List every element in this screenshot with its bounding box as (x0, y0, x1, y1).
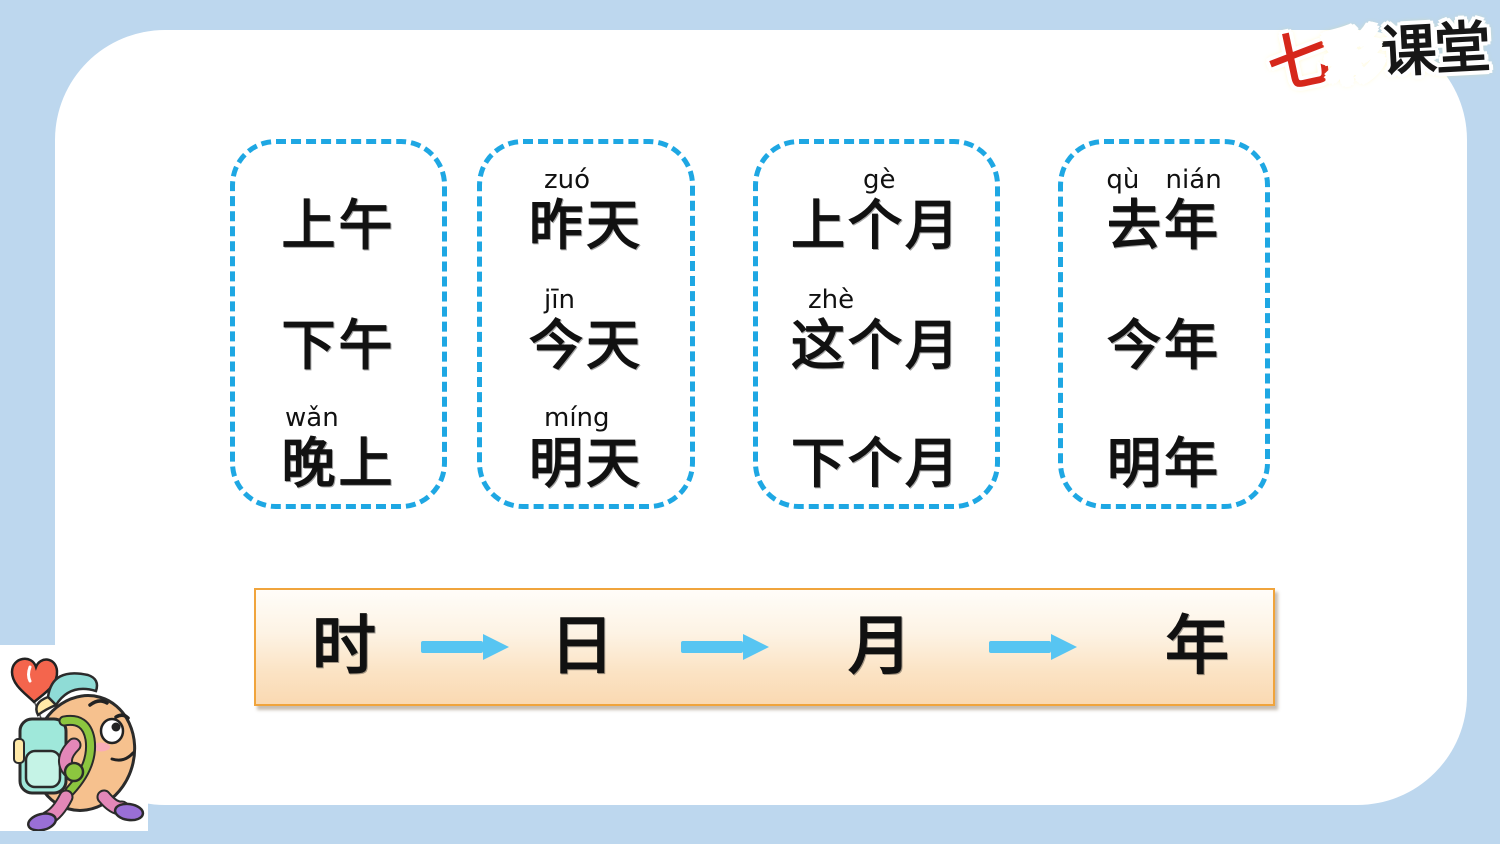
word-entry: 明年 (1063, 403, 1265, 493)
pinyin-label: zhè (808, 285, 855, 315)
pinyin-label: zuó (544, 165, 591, 195)
hanzi-word: 明天 (529, 432, 643, 495)
mascot-character (10, 657, 145, 832)
hanzi-word: 去年 (1107, 194, 1221, 257)
hanzi-word: 今年 (1107, 314, 1221, 377)
arrow-head (483, 634, 509, 660)
timeline-item-yue: 月 (848, 610, 912, 684)
word-entry: jīn 今天 (482, 285, 690, 375)
word-entry: 今年 (1063, 285, 1265, 375)
hanzi-word: 上午 (281, 194, 396, 257)
pinyin-label (1063, 285, 1265, 317)
mascot-panel (0, 645, 148, 832)
word-card-days: zuó 昨天 jīn 今天 míng 明天 (477, 139, 695, 509)
timeline-item-shi: 时 (312, 610, 376, 684)
arrow-right-icon (987, 634, 1077, 660)
arrow-head (743, 634, 769, 660)
arrow-bar (681, 641, 743, 653)
arrow-bar (421, 641, 483, 653)
timeline-banner: 时 日 月 年 (254, 588, 1275, 706)
qicai-ketang-logo: 七 彩 课堂 (1261, 15, 1491, 104)
pinyin-label: míng (544, 403, 610, 433)
hanzi-word: 今天 (529, 314, 643, 377)
pinyin-label: jīn (544, 285, 575, 315)
logo-char-cai: 彩 (1320, 18, 1388, 94)
word-entry: gè 上个月 (758, 165, 995, 255)
pinyin-label: gè (863, 165, 896, 195)
pinyin-label (235, 285, 442, 317)
pinyin-label (1063, 403, 1265, 435)
word-card-months: gè 上个月 zhè 这个月 下个月 (753, 139, 1000, 509)
timeline-item-nian: 年 (1165, 610, 1229, 684)
word-entry: míng 明天 (482, 403, 690, 493)
hanzi-word: 晚上 (281, 432, 396, 495)
pinyin-label (758, 403, 995, 435)
pinyin-label: wǎn (285, 403, 339, 433)
word-entry: 下个月 (758, 403, 995, 493)
hanzi-word: 下午 (281, 314, 396, 377)
hanzi-word: 明年 (1107, 432, 1221, 495)
hanzi-word: 下个月 (791, 432, 962, 495)
word-card-years: qù nián 去年 今年 明年 (1058, 139, 1270, 509)
hanzi-word: 这个月 (791, 314, 962, 377)
pinyin-label: qù nián (1106, 165, 1222, 195)
word-entry: 下午 (235, 285, 442, 375)
word-entry: zhè 这个月 (758, 285, 995, 375)
word-entry: 上午 (235, 165, 442, 255)
arrow-head (1051, 634, 1077, 660)
word-entry: qù nián 去年 (1063, 165, 1265, 255)
word-entry: zuó 昨天 (482, 165, 690, 255)
word-entry: wǎn 晚上 (235, 403, 442, 493)
arrow-right-icon (679, 634, 769, 660)
timeline-item-ri: 日 (550, 610, 614, 684)
word-card-times-of-day: 上午 下午 wǎn 晚上 (230, 139, 447, 509)
pinyin-label (235, 165, 442, 197)
arrow-right-icon (419, 634, 509, 660)
hanzi-word: 上个月 (791, 194, 962, 257)
hanzi-word: 昨天 (529, 194, 643, 257)
arrow-bar (989, 641, 1051, 653)
logo-word-ketang: 课堂 (1379, 15, 1491, 86)
